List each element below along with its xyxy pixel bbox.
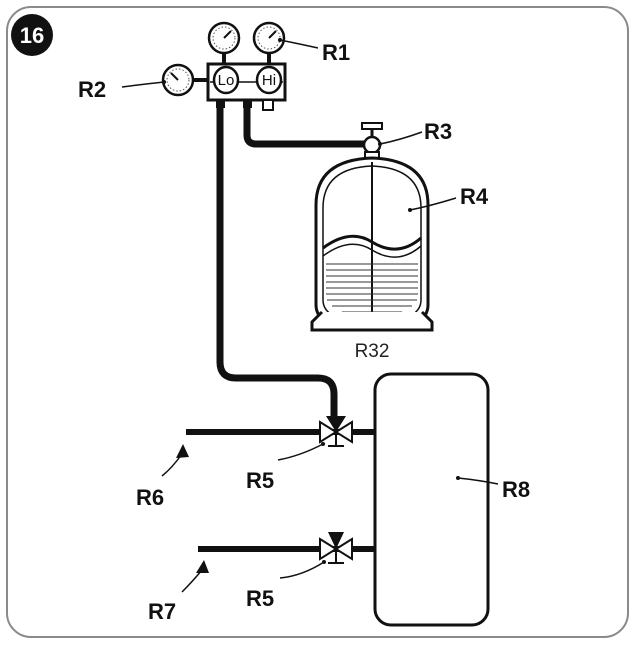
low-valve-knob: Lo: [212, 65, 240, 95]
high-pressure-gauge-icon: [252, 21, 286, 66]
cylinder-valve-icon: [362, 135, 382, 155]
label-r4: R4: [460, 184, 489, 209]
refrigerant-type-label: R32: [355, 341, 390, 362]
label-r5-upper: R5: [246, 468, 274, 493]
label-r2: R2: [78, 77, 106, 102]
figure-badge: 16: [11, 14, 53, 56]
refrigerant-cylinder: R32: [310, 122, 434, 362]
low-side-label: Lo: [218, 72, 235, 89]
label-r8: R8: [502, 477, 530, 502]
figure-number: 16: [20, 23, 44, 48]
manifold-gauge-set: Lo Hi: [161, 21, 287, 111]
service-valve-upper-icon: [319, 416, 353, 447]
cylinder-hose: [243, 106, 364, 148]
label-r7: R7: [148, 599, 176, 624]
label-r5-lower: R5: [246, 586, 274, 611]
high-side-label: Hi: [262, 72, 276, 89]
pointer-arrowheads: [176, 444, 209, 573]
label-r6: R6: [136, 485, 164, 510]
label-r1: R1: [322, 40, 350, 65]
low-side-hose: [216, 106, 338, 418]
service-valve-lower-icon: [319, 532, 353, 564]
high-valve-knob: Hi: [255, 65, 283, 95]
outdoor-unit: [373, 372, 490, 627]
label-r3: R3: [424, 119, 452, 144]
pointer-dots: [162, 38, 460, 564]
